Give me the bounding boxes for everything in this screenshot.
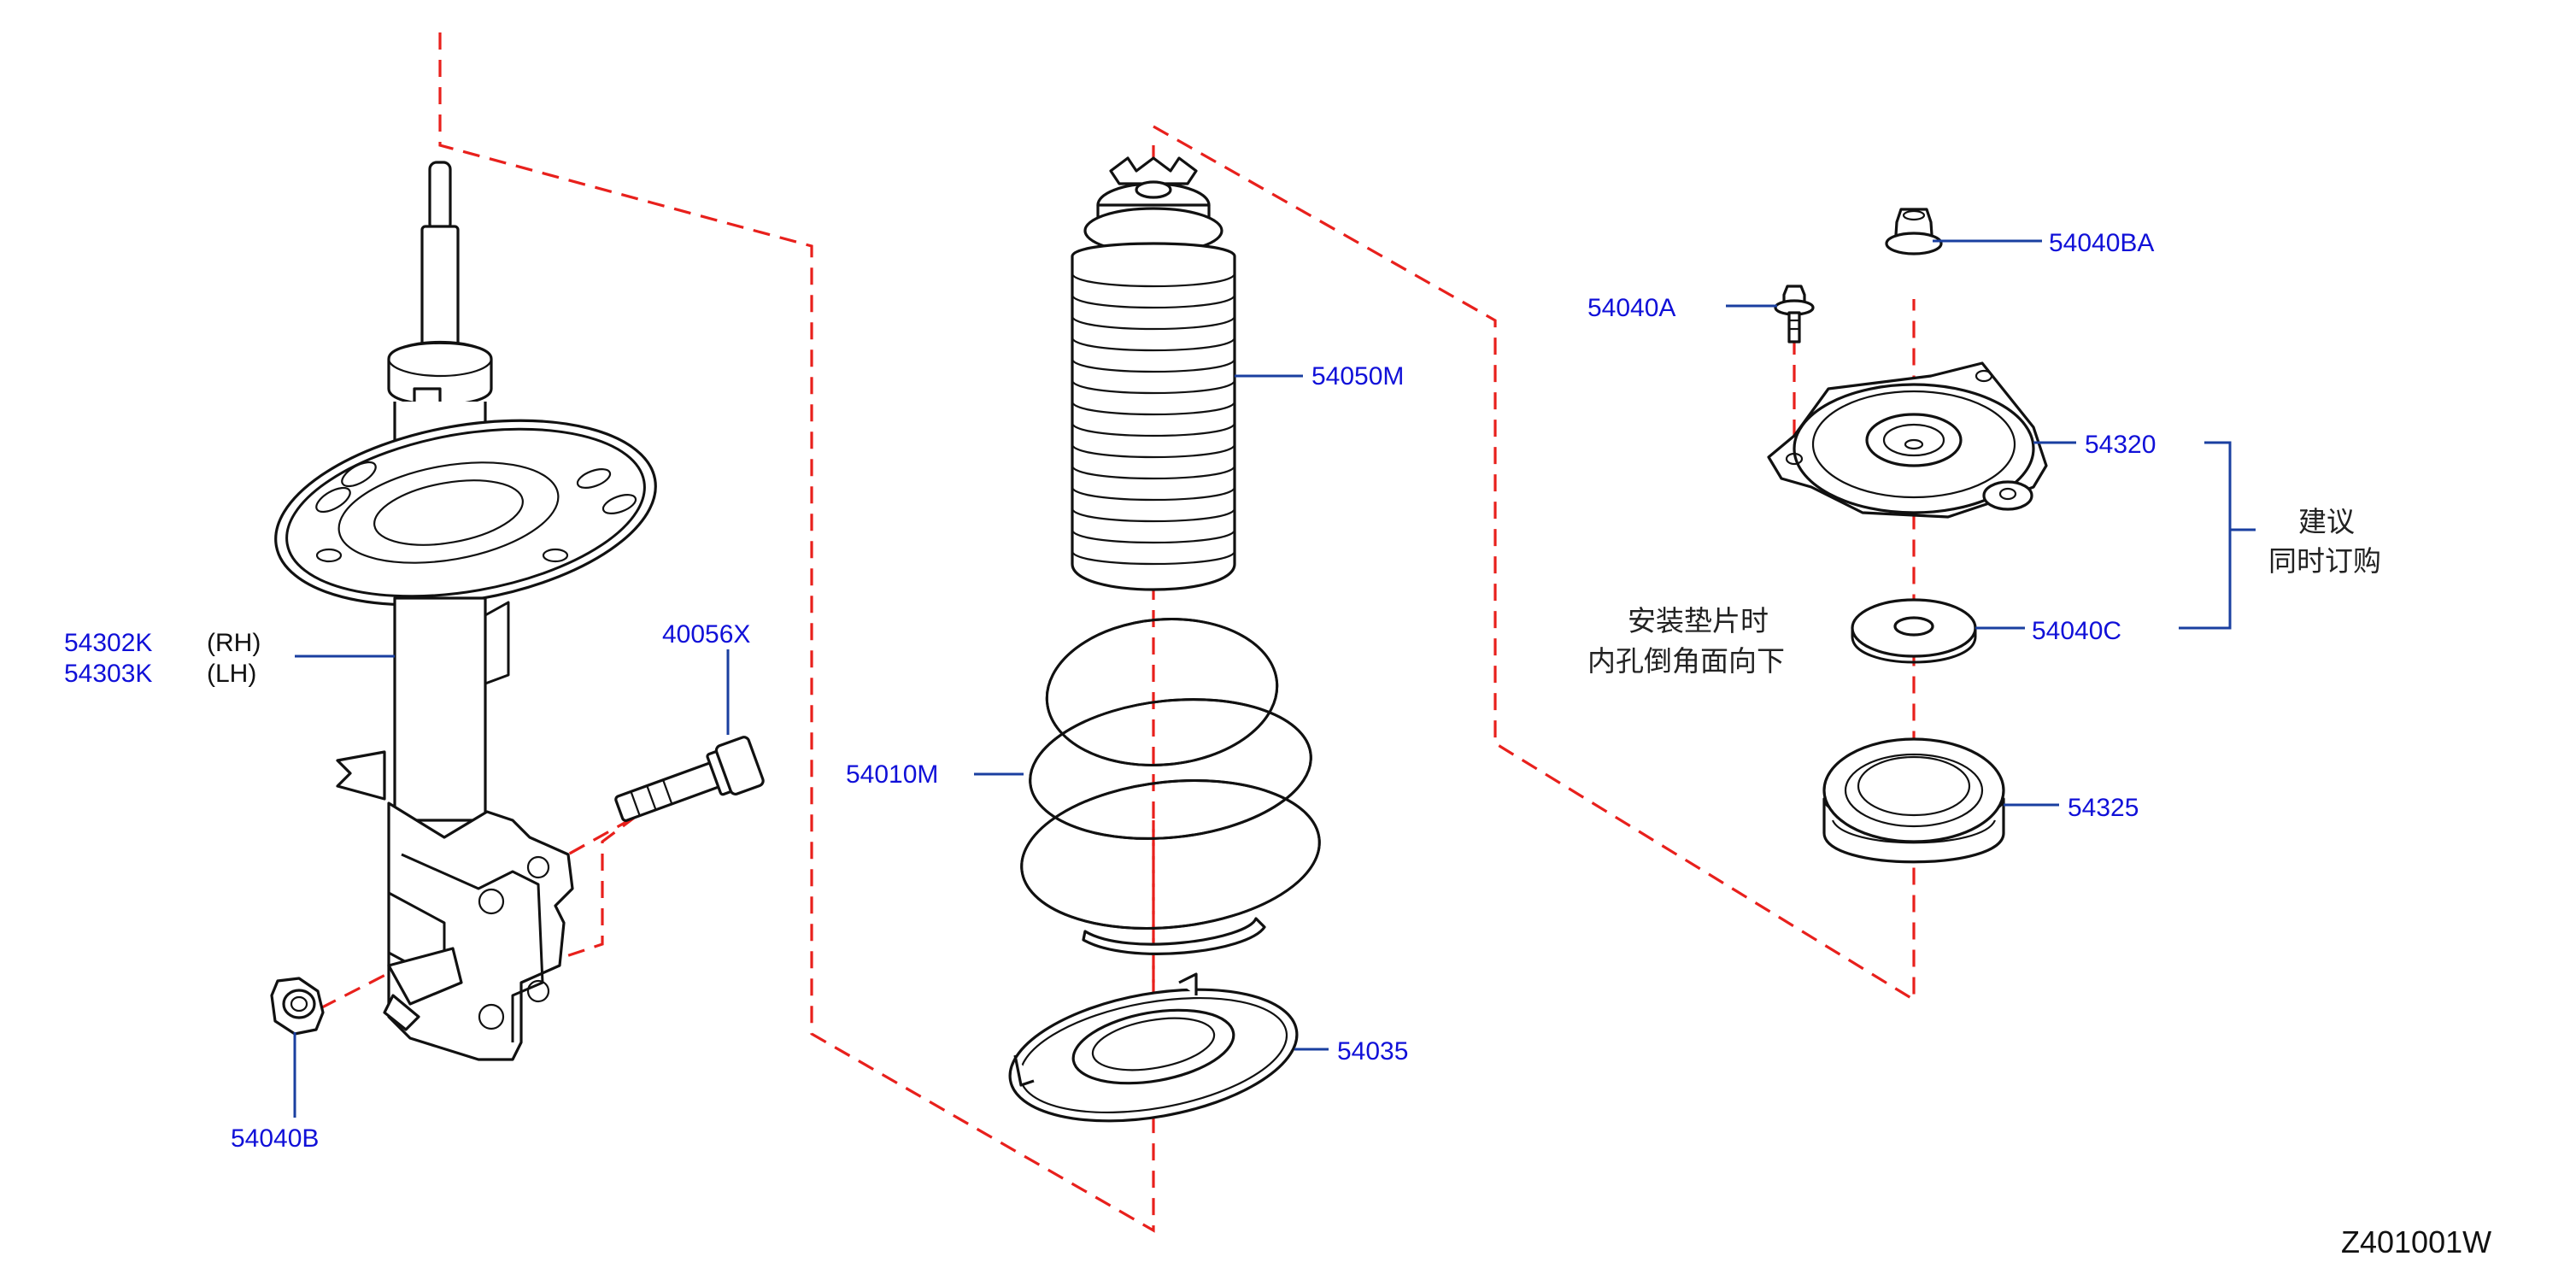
label-bolt[interactable]: 40056X <box>662 620 750 649</box>
label-spring[interactable]: 54010M <box>846 760 938 789</box>
note-order-together-line1: 建议 <box>2298 505 2355 538</box>
lower-seat-illustration <box>1008 972 1299 1123</box>
annotation-notes: 安装垫片时 内孔倒角面向下 建议 同时订购 <box>1587 505 2381 678</box>
bearing-illustration <box>1822 737 2005 864</box>
small-bolt-illustration <box>1774 285 1815 343</box>
label-washer[interactable]: 54040C <box>2032 617 2121 645</box>
label-boot[interactable]: 54050M <box>1311 362 1404 390</box>
bolt-illustration <box>614 736 765 822</box>
part-labels: 54302K (RH) 54303K (LH) 40056X 54040B 54… <box>64 229 2156 1153</box>
note-order-together-line2: 同时订购 <box>2268 544 2381 578</box>
label-nut-lower[interactable]: 54040B <box>231 1124 319 1153</box>
label-strut-rh-number[interactable]: 54302K <box>64 629 152 657</box>
coil-spring-illustration <box>1020 618 1321 955</box>
guide-middle-box <box>1153 125 1916 1002</box>
washer-illustration <box>1851 598 1977 664</box>
label-mount[interactable]: 54320 <box>2085 431 2156 459</box>
label-strut-lh-number[interactable]: 54303K <box>64 660 152 688</box>
strut-mount-illustration <box>1767 361 2048 519</box>
label-strut-rh-side: (RH) <box>207 629 261 657</box>
label-lower-seat[interactable]: 54035 <box>1337 1037 1408 1065</box>
label-bearing[interactable]: 54325 <box>2068 794 2139 822</box>
guide-left-box <box>438 32 1155 1233</box>
label-strut-lh-side: (LH) <box>207 660 256 688</box>
boot-illustration <box>1071 156 1236 591</box>
nut-top-illustration <box>1885 208 1943 255</box>
guide-bolt-axis <box>550 814 637 963</box>
diagram-code: Z401001W <box>2341 1224 2491 1259</box>
label-nut-top[interactable]: 54040BA <box>2049 229 2154 257</box>
order-bracket <box>2179 441 2232 630</box>
note-washer-install-line1: 安装垫片时 <box>1628 604 1769 637</box>
label-small-bolt[interactable]: 54040A <box>1587 294 1675 322</box>
strut-assembly-illustration <box>274 161 657 1061</box>
note-washer-install-line2: 内孔倒角面向下 <box>1587 644 1785 678</box>
leader-lines <box>293 239 2256 1118</box>
nut-lower-illustration <box>270 977 325 1036</box>
